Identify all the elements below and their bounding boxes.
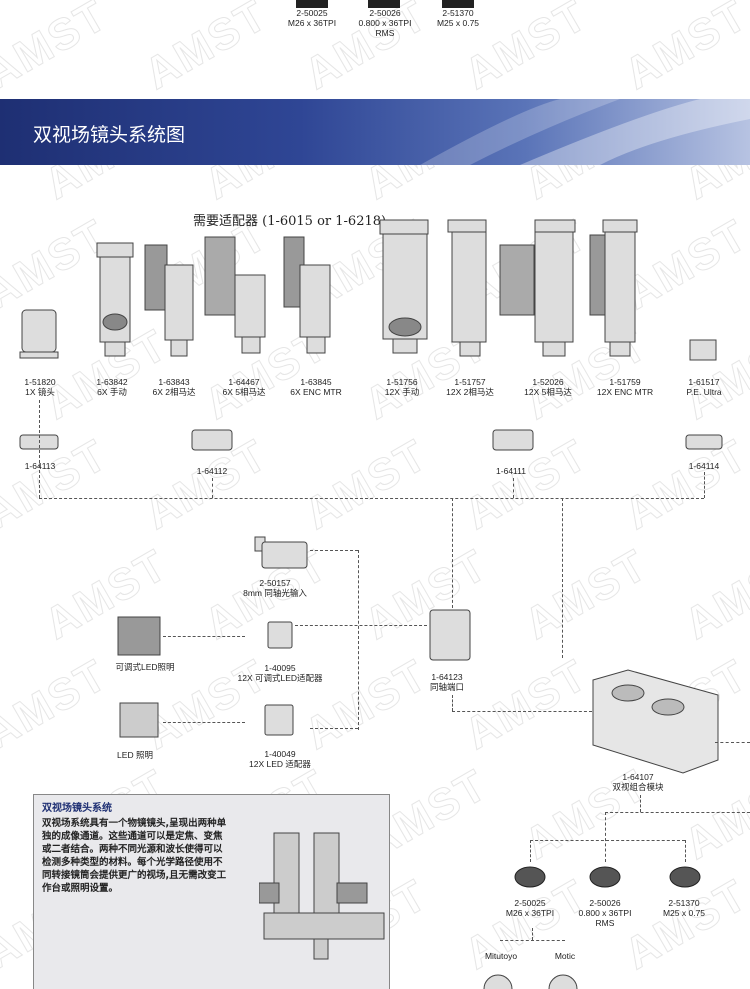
adapter-note: 需要适配器 (1-6015 or 1-6218) bbox=[193, 214, 387, 229]
connector-line bbox=[295, 625, 427, 626]
watermark-logo: AMST bbox=[676, 760, 750, 870]
watermark-logo: AMST bbox=[0, 650, 116, 760]
connector-line bbox=[605, 812, 606, 862]
connector-line bbox=[530, 840, 685, 841]
thread-drawings bbox=[514, 866, 701, 888]
system-illustration bbox=[259, 832, 385, 960]
connector-line bbox=[452, 498, 453, 608]
connector-line bbox=[212, 478, 213, 498]
adapter-label: 1-64114 bbox=[688, 461, 720, 471]
watermark-logo: AMST bbox=[516, 540, 656, 650]
connector-line bbox=[358, 550, 359, 730]
connector-line bbox=[452, 695, 453, 711]
illumination-drawings bbox=[117, 536, 471, 738]
watermark-logo: AMST bbox=[0, 0, 116, 99]
lens-drawings bbox=[19, 219, 717, 361]
adapter-label: 1-64113 bbox=[24, 461, 56, 471]
connector-line bbox=[562, 498, 563, 658]
connector-line bbox=[513, 478, 514, 498]
top-part-image bbox=[296, 0, 328, 8]
connector-line bbox=[605, 812, 750, 813]
section-banner bbox=[0, 99, 750, 165]
watermark-logo: AMST bbox=[616, 0, 750, 99]
top-part-image bbox=[368, 0, 400, 8]
connector-line bbox=[452, 711, 592, 712]
light-label: 可调式LED照明 bbox=[115, 662, 175, 672]
watermark-logo: AMST bbox=[676, 540, 750, 650]
adapter-drawings bbox=[19, 429, 723, 451]
connector-line bbox=[532, 928, 533, 940]
connector-line bbox=[163, 636, 245, 637]
info-title: 双视场镜头系统 bbox=[42, 803, 112, 814]
section-title: 双视场镜头系统图 bbox=[33, 124, 186, 146]
connector-line bbox=[715, 742, 750, 743]
connector-line bbox=[310, 728, 358, 729]
brand-label: Motic bbox=[554, 951, 576, 961]
light-label: LED 照明 bbox=[117, 750, 153, 760]
adapter-label: 1-64112 bbox=[196, 466, 228, 476]
info-box: 双视场镜头系统 双视场系统具有一个物镜镜头,呈现出两种单独的成像通道。这些通道可… bbox=[33, 794, 390, 989]
connector-line bbox=[685, 840, 686, 862]
connector-line bbox=[39, 498, 704, 499]
objective-drawings bbox=[483, 974, 578, 989]
connector-line bbox=[163, 722, 245, 723]
top-part-image bbox=[442, 0, 474, 8]
info-body: 双视场系统具有一个物镜镜头,呈现出两种单独的成像通道。这些通道可以是定焦、变焦或… bbox=[42, 818, 227, 894]
banner-swoosh bbox=[420, 99, 750, 165]
module-drawing bbox=[592, 669, 719, 774]
adapter-label: 1-64111 bbox=[496, 466, 526, 476]
watermark-logo: AMST bbox=[136, 0, 276, 99]
connector-line bbox=[310, 550, 358, 551]
connector-line bbox=[530, 840, 531, 862]
connector-line bbox=[704, 472, 705, 498]
connector-line bbox=[640, 795, 641, 812]
connector-line bbox=[500, 940, 565, 941]
brand-label: Mitutoyo bbox=[484, 951, 518, 961]
connector-line bbox=[39, 400, 40, 498]
